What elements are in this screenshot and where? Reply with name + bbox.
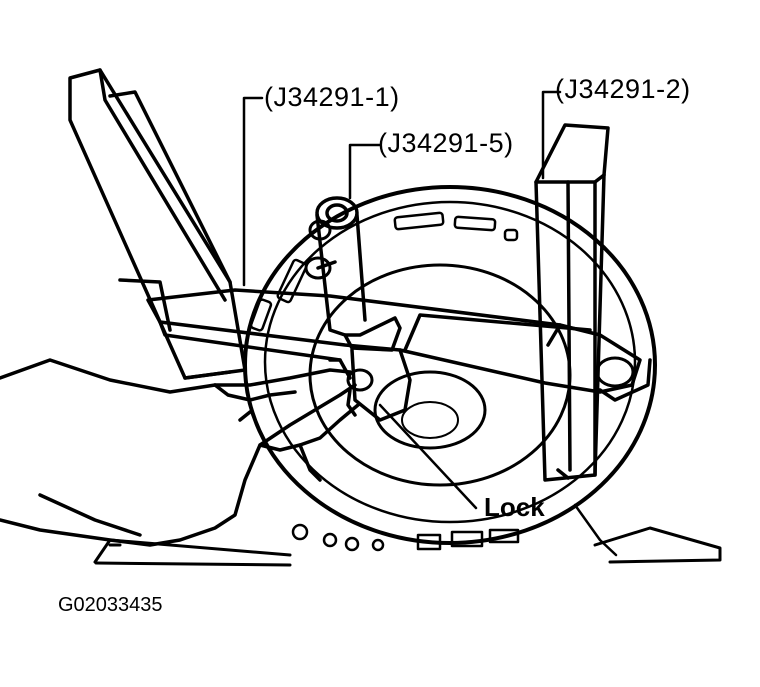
left-upright-j34291-1 [68, 68, 247, 380]
label-j34291-1: (J34291-1) [264, 82, 400, 112]
leader-j34291-1 [242, 96, 264, 287]
base-plate [93, 526, 722, 567]
label-j34291-2: (J34291-2) [555, 74, 691, 104]
leader-lock-2 [573, 503, 618, 557]
label-j34291-5: (J34291-5) [378, 128, 514, 158]
right-upright-j34291-2 [534, 123, 610, 482]
leader-j34291-2 [541, 90, 562, 180]
leader-j34291-5 [348, 143, 382, 200]
leader-lines [242, 90, 618, 557]
center-pipe-j34291-5 [304, 196, 412, 422]
figure-id: G02033435 [58, 594, 163, 616]
leader-lock-1 [378, 403, 478, 510]
crossbar-j34291-1 [146, 288, 652, 402]
hand [0, 358, 374, 547]
label-lock: Lock [484, 492, 545, 522]
